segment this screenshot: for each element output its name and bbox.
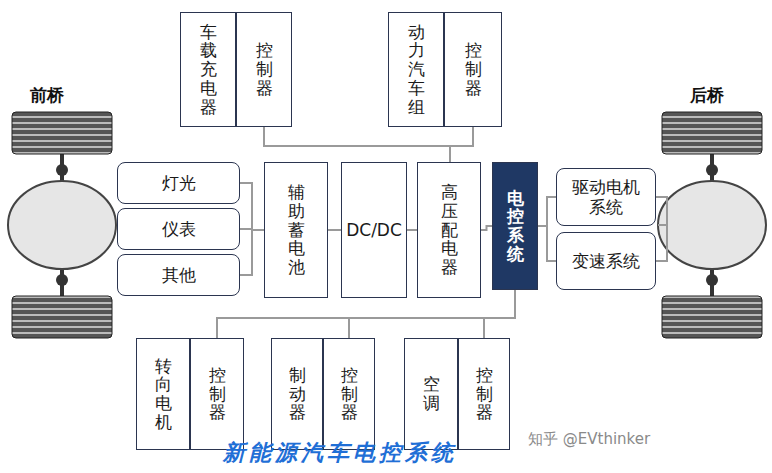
box-text: 空调 (423, 375, 440, 412)
steering-box: 转向电机 (136, 338, 190, 450)
lighting-box: 灯光 (117, 162, 240, 204)
other-box: 其他 (117, 254, 240, 296)
box-text: 制动器 (289, 366, 306, 422)
axle-label: 后桥 (690, 84, 724, 107)
box-text: DC/DC (346, 220, 402, 240)
hv-distribution-box: 高压配电器 (417, 162, 481, 298)
diagram-caption: 新能源汽车电控系统 (223, 438, 457, 468)
controller-box: 控制器 (236, 12, 292, 127)
front-axle (8, 112, 116, 338)
box-text: 灯光 (162, 173, 196, 193)
connector-line (328, 230, 341, 231)
axle-label: 前桥 (30, 84, 64, 107)
charger-box: 车载充电器 (180, 12, 236, 127)
watermark: 知乎 @EVthinker (528, 430, 650, 449)
connector-line (484, 290, 515, 338)
rear-axle (658, 112, 766, 338)
controller-box: 控制器 (190, 338, 244, 450)
connector-line (538, 226, 556, 261)
box-text: 其他 (162, 265, 196, 285)
ac-box: 空调 (404, 338, 458, 450)
connector-line (407, 230, 417, 231)
box-text: 动力汽车组 (408, 23, 425, 116)
motor-box: 驱动电机系统 (556, 168, 656, 226)
box-text: 高压配电器 (441, 183, 458, 276)
box-text: 控制器 (476, 366, 493, 422)
brake-box: 制动器 (271, 338, 323, 450)
box-text: 转向电机 (155, 357, 172, 432)
controller-box: 控制器 (323, 338, 375, 450)
controller-box: 控制器 (458, 338, 510, 450)
connector-line (264, 127, 450, 162)
dcdc-box: DC/DC (341, 162, 407, 298)
power-pack-box: 动力汽车组 (388, 12, 444, 127)
box-text: 控制器 (256, 41, 273, 97)
drive-link-wires (656, 197, 667, 261)
box-text: 驱动电机系统 (570, 177, 641, 218)
battery-box: 辅助蓄电池 (264, 162, 328, 298)
gauge-box: 仪表 (117, 208, 240, 250)
transmission-box: 变速系统 (556, 232, 656, 290)
box-text: 控制器 (209, 366, 226, 422)
box-text: 控制器 (341, 366, 358, 422)
controller-box: 控制器 (444, 12, 502, 127)
box-text: 变速系统 (570, 251, 641, 271)
connector-line (450, 127, 473, 162)
box-text: 车载充电器 (200, 23, 217, 116)
box-text: 辅助蓄电池 (288, 183, 305, 276)
box-text: 控制器 (465, 41, 482, 97)
connector-line (481, 226, 492, 230)
connector-line (240, 230, 264, 275)
control-system-box: 电控系统 (492, 162, 538, 290)
connector-line (240, 183, 264, 230)
connector-line (538, 197, 556, 226)
box-text: 仪表 (162, 219, 196, 239)
box-text: 电控系统 (507, 189, 524, 264)
